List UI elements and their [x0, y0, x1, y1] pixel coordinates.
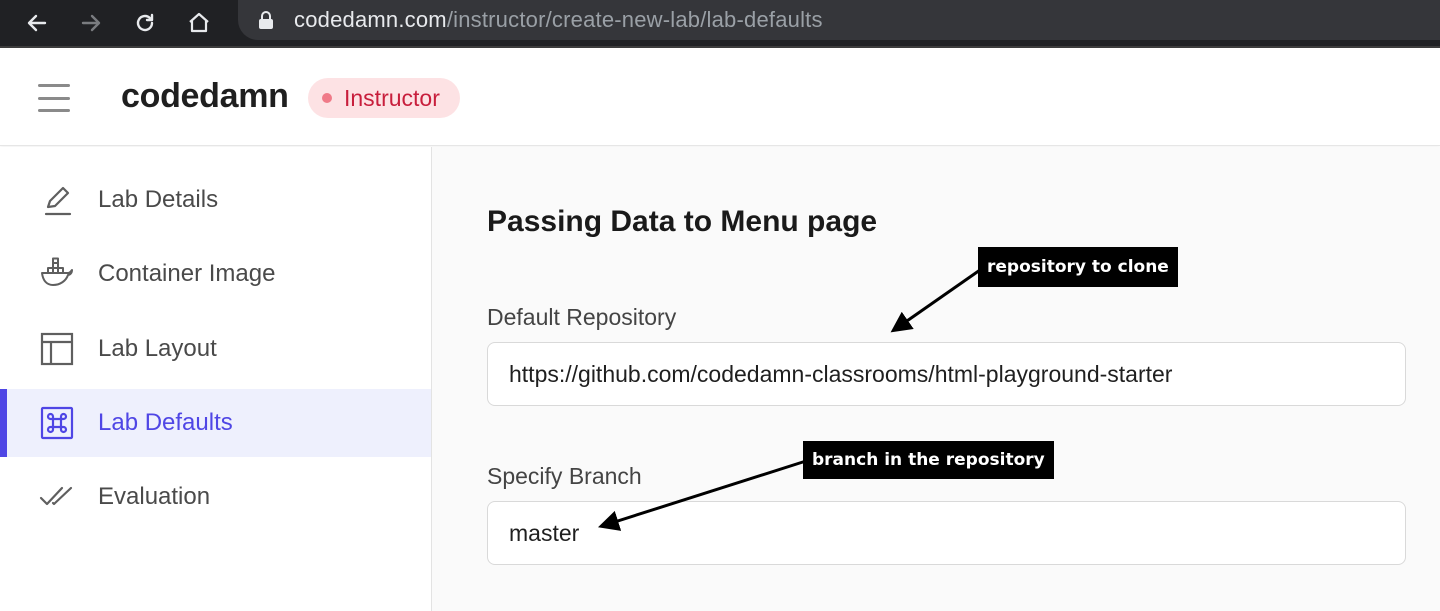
sidebar-item-container-image[interactable]: Container Image: [0, 240, 431, 308]
home-icon: [189, 12, 209, 33]
address-bar[interactable]: codedamn.com/instructor/create-new-lab/l…: [238, 0, 1440, 40]
reload-button[interactable]: [118, 0, 172, 47]
sidebar-item-label: Lab Details: [98, 186, 219, 213]
url-path: /instructor/create-new-lab/lab-defaults: [446, 7, 823, 32]
brand-logo[interactable]: codedamn: [121, 77, 289, 115]
sidebar-item-lab-defaults[interactable]: Lab Defaults: [0, 389, 431, 457]
lock-icon: [259, 11, 273, 29]
sidebar-item-evaluation[interactable]: Evaluation: [0, 463, 431, 531]
app-header: codedamn Instructor: [0, 50, 1440, 146]
branch-input[interactable]: [487, 501, 1406, 565]
url-host: codedamn.com: [294, 7, 447, 32]
browser-toolbar: codedamn.com/instructor/create-new-lab/l…: [0, 0, 1440, 48]
status-dot-icon: [322, 93, 332, 103]
sidebar-item-lab-details[interactable]: Lab Details: [0, 166, 431, 234]
double-check-icon: [38, 478, 76, 516]
role-badge-label: Instructor: [344, 84, 440, 111]
main-content: Passing Data to Menu page Default Reposi…: [432, 147, 1440, 611]
reload-icon: [136, 13, 154, 32]
sidebar: Lab Details Container Image Lab Layout L…: [0, 147, 432, 611]
menu-icon[interactable]: [38, 84, 70, 112]
role-badge: Instructor: [308, 78, 460, 118]
repository-input[interactable]: [487, 342, 1406, 406]
sidebar-item-label: Container Image: [98, 260, 276, 287]
command-key-icon: [38, 404, 76, 442]
docker-icon: [38, 255, 76, 293]
branch-label: Specify Branch: [487, 463, 642, 489]
pencil-icon: [38, 181, 76, 219]
repository-callout: repository to clone: [978, 247, 1178, 287]
sidebar-item-label: Lab Layout: [98, 335, 217, 362]
section-title: Passing Data to Menu page: [487, 205, 878, 238]
sidebar-item-label: Lab Defaults: [98, 409, 233, 436]
sidebar-item-label: Evaluation: [98, 483, 211, 510]
sidebar-item-lab-layout[interactable]: Lab Layout: [0, 315, 431, 383]
layout-icon: [38, 330, 76, 368]
home-button[interactable]: [172, 0, 226, 47]
branch-callout: branch in the repository: [803, 441, 1054, 479]
arrow-left-icon: [27, 14, 47, 32]
forward-button[interactable]: [64, 0, 118, 47]
arrow-right-icon: [81, 14, 101, 32]
back-button[interactable]: [10, 0, 64, 47]
url-text: codedamn.com/instructor/create-new-lab/l…: [294, 7, 823, 33]
repository-label: Default Repository: [487, 304, 677, 330]
